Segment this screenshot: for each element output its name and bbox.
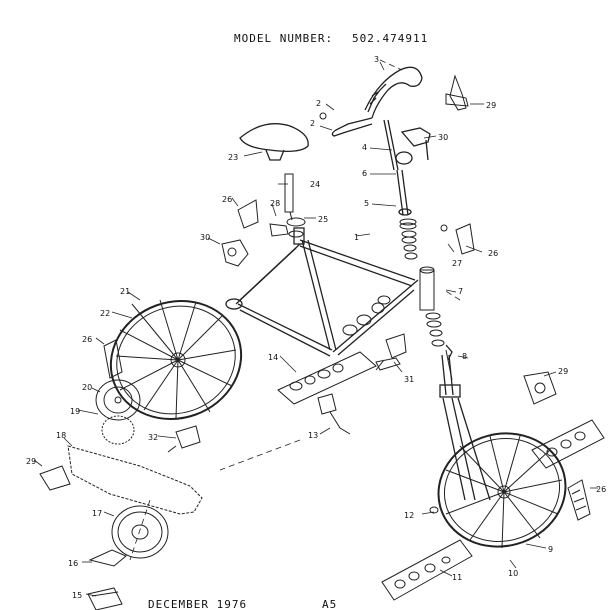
callout-29c: 29 [26, 457, 36, 466]
reflectors [103, 199, 591, 521]
front-fork [439, 344, 491, 501]
model-number-value: 502.474911 [352, 32, 429, 45]
callout-12: 12 [404, 511, 414, 520]
seat-post [269, 173, 306, 238]
footer-page-ref: A5 [322, 598, 338, 610]
callout-26d: 26 [596, 485, 606, 494]
bicycle-frame [225, 227, 419, 357]
callout-16: 16 [68, 559, 78, 568]
callout-15: 15 [72, 591, 82, 600]
front-wheel [437, 432, 567, 549]
callout-3: 3 [374, 55, 379, 64]
saddle [239, 123, 309, 161]
callout-22: 22 [100, 309, 110, 318]
callout-26a: 26 [222, 195, 232, 204]
callout-30b: 30 [438, 133, 448, 142]
callout-29a: 29 [486, 101, 496, 110]
callout-20: 20 [82, 383, 92, 392]
callout-26b: 26 [488, 249, 498, 258]
callout-17: 17 [92, 509, 102, 518]
callout-23: 23 [228, 153, 238, 162]
misc-parts [319, 112, 453, 514]
callout-5: 5 [364, 199, 369, 208]
callout-4: 4 [362, 143, 367, 152]
callout-1: 1 [354, 233, 359, 242]
callout-30a: 30 [200, 233, 210, 242]
callout-27: 27 [452, 259, 462, 268]
callout-9: 9 [548, 545, 553, 554]
callout-2b: 2 [310, 119, 315, 128]
bottom-bracket-kit [277, 295, 391, 405]
callout-6: 6 [362, 169, 367, 178]
handlebar-assembly [331, 66, 431, 216]
callout-8: 8 [462, 352, 467, 361]
callout-2a: 2 [316, 99, 321, 108]
rear-wheel [109, 299, 243, 420]
drivetrain-parts [67, 379, 203, 610]
callout-numbers: 1 2 2 3 4 5 6 7 8 9 10 11 12 13 14 15 16… [26, 55, 606, 600]
callout-14: 14 [268, 353, 278, 362]
derailleur-parts [39, 239, 557, 491]
footer-date: DECEMBER 1976 [148, 598, 248, 610]
brake-lever-top [445, 74, 469, 111]
callout-28: 28 [270, 199, 280, 208]
model-number-label: MODEL NUMBER: [234, 32, 334, 45]
callout-32: 32 [148, 433, 158, 442]
front-hub-kit [381, 419, 605, 601]
callout-11: 11 [452, 573, 462, 582]
callout-31: 31 [404, 375, 414, 384]
callout-10: 10 [508, 569, 518, 578]
callout-19: 19 [70, 407, 80, 416]
callout-7: 7 [458, 287, 463, 296]
callout-29b: 29 [558, 367, 568, 376]
callout-24: 24 [310, 180, 320, 189]
callout-18: 18 [56, 431, 66, 440]
leader-lines [129, 59, 461, 561]
callout-leaders [33, 61, 598, 597]
callout-26c: 26 [82, 335, 92, 344]
headset-stack [399, 218, 445, 347]
callout-13: 13 [308, 431, 318, 440]
callout-25: 25 [318, 215, 328, 224]
callout-21: 21 [120, 287, 130, 296]
